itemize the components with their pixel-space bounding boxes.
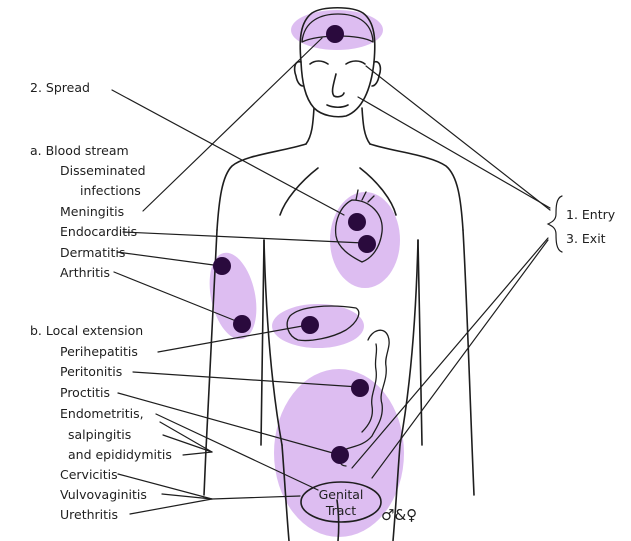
eye-left [310,61,328,64]
entry-line-nose [358,97,550,208]
nose [333,74,344,97]
arthritis-label: Arthritis [60,265,110,280]
epididymitis-line [183,452,212,455]
arm-right-outer [463,230,474,495]
dermatitis-line [117,252,221,266]
torso-right [400,240,418,445]
local-extension-label: b. Local extension [30,323,143,338]
mouth [327,105,348,107]
liver-dot [301,316,319,334]
perihepatitis-label: Perihepatitis [60,344,138,359]
spread-line [112,90,344,215]
meningitis-label: Meningitis [60,204,124,219]
neck-left [306,108,314,144]
heart-dot-1 [348,213,366,231]
torso-left [264,240,282,445]
brain-dot [326,25,344,43]
disseminated-label-line1: Disseminated [60,163,146,178]
cervicitis-label: Cervicitis [60,467,118,482]
neck-right [362,108,370,144]
entry-exit-brace [548,196,562,252]
endocarditis-label: Endocarditis [60,224,137,239]
heart-dot-2 [358,235,376,253]
entry-label: 1. Entry [566,207,615,222]
endocarditis-line [123,232,364,243]
proctitis-label: Proctitis [60,385,110,400]
disseminated-label-line2: infections [80,183,141,198]
arm-left-inner [261,240,264,445]
epididymitis-label: and epididymitis [68,447,172,462]
joint-dot [233,315,251,333]
male-female-symbols: ♂&♀ [381,508,417,523]
skin-dot [213,257,231,275]
vulvovaginitis-label: Vulvovaginitis [60,487,147,502]
endometritis-label: Endometritis, [60,406,144,421]
salpingitis-label: salpingitis [68,427,131,442]
genital-tract-label-line2: Tract [311,503,371,518]
blood-stream-label: a. Blood stream [30,143,129,158]
eye-right [346,61,365,64]
rectum-dot [331,446,349,464]
meningitis-line [143,38,322,211]
exit-label: 3. Exit [566,231,606,246]
highlight-regions [202,10,404,537]
peritoneum-dot [351,379,369,397]
urethritis-label: Urethritis [60,507,118,522]
spread-label: 2. Spread [30,80,90,95]
genital-tract-label-line1: Genital [311,487,371,502]
collarbone-left [280,168,318,215]
dermatitis-label: Dermatitis [60,245,125,260]
exit-line-anus [372,240,548,478]
peritonitis-label: Peritonitis [60,364,122,379]
